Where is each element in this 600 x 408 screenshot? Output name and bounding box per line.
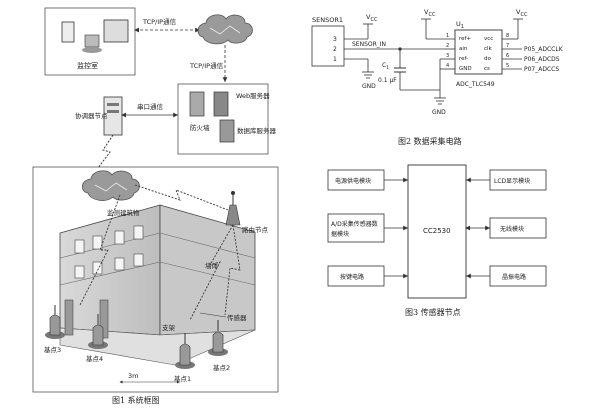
cap-designator: C1 [382,62,389,71]
pin-num-4: 4 [446,63,449,69]
sensor-node-icon [49,314,61,336]
computer-icon [84,34,100,48]
pin-gnd: GND [459,66,472,72]
monitor-screen-icon [103,19,129,43]
coordinator-node: 协调器节点 [75,96,123,136]
web-server-icon [213,91,229,117]
sensor-node-icon [92,324,104,346]
power-label: 电源供电模块 [335,177,371,185]
figure-2-caption: 图2 数据采集电路 [398,136,462,146]
pin-num-1: 1 [446,33,449,39]
firewall-icon [189,91,205,117]
net-adccs: P07_ADCCS [524,66,559,73]
base-node-2: 基点2 [208,320,230,372]
pin-1-label: 1 [333,56,337,63]
internet-cloud-icon [197,14,253,45]
pin-do: do [484,56,491,62]
cabinet-icon [61,21,75,43]
serial-label: 串口通信 [137,102,164,111]
figure-3-sensor-node: CC2530 电源供电模块 A/D采集传感器数 据模块 按键电路 LCD显示模块… [327,164,547,317]
chip-designator: U1 [456,20,464,30]
sensor-label: 传感器 [227,313,247,322]
sensor-vcc-label: VCC [366,13,378,23]
net-adcclk: P05_ADCCLK [524,46,564,53]
pin-2-label: 2 [333,46,337,53]
wireless-label: 无线模块 [500,225,524,233]
sensor-gnd-label: GND [362,83,376,90]
node3-label: 基点3 [44,345,61,354]
router-label: 路由节点 [242,225,269,234]
cc2530-block [407,164,467,299]
building-frame [32,166,279,393]
desk-icon [82,47,102,53]
pin-num-7: 7 [506,43,509,49]
pin-ain: ain [459,46,468,52]
router-node: 路由节点 [225,191,269,234]
pin-ref-minus: ref- [459,56,468,62]
monitor-room: 监控室 [44,7,136,76]
pin-clk: clk [484,46,493,52]
server-group: 防火墙 Web服务器 数据库服务器 [177,83,277,155]
figure-1-caption: 图1 系统框图 [112,395,160,405]
base-node-4: 基点4 [86,314,108,363]
sensor-connector [311,25,345,67]
wireless-link-router [134,184,229,211]
monitor-room-label: 监控室 [77,61,98,70]
ad-label-line1: A/D采集传感器数 [331,220,378,228]
tcpip-label-top: TCP/IP通信 [142,17,177,26]
coordinator-label: 协调器节点 [75,111,108,120]
ad-label-line2: 据模块 [331,230,349,238]
pin-num-6: 6 [506,53,509,59]
pin-num-3: 3 [446,53,449,59]
database-server-icon [219,119,235,143]
web-server-label: Web服务器 [236,91,270,100]
pin-num-2: 2 [446,43,449,49]
pin-num-5: 5 [506,63,509,69]
key-label: 按键电路 [340,273,364,281]
node1-label: 基点1 [174,374,191,383]
lcd-label: LCD显示模块 [494,177,530,185]
sensor-title: SENSOR1 [312,16,343,24]
cap-value: 0.1 μF [378,77,397,84]
node4-label: 基点4 [86,354,103,363]
distance-label: 3m [128,372,138,380]
db-server-label: 数据库服务器 [237,126,277,135]
wireless-link-coordinator [97,134,114,169]
figure-2-acquisition-circuit: SENSOR1 3 2 1 VCC GND SENSOR_IN VCC U1 r… [311,8,564,146]
cc2530-label: CC2530 [423,227,451,235]
ref-vcc-label: VCC [424,8,436,18]
sensor-node-icon [212,331,224,353]
adc-gnd-label: GND [432,109,446,116]
figure-1-system-diagram: 监控室 TCP/IP通信 TCP/IP通信 防火墙 Web服务器 数据库服务器 [32,7,279,405]
adc-chip [454,29,503,75]
node2-label: 基点2 [213,363,230,372]
chip-vcc-label: VCC [516,8,528,18]
windows [74,225,144,279]
building-label: 监测建筑物 [107,208,140,217]
wireless-cloud-icon [81,170,140,201]
base-node-1: 基点1 [174,333,195,383]
router-icon [225,204,241,226]
support-label: 支架 [162,323,176,332]
tcpip-label-right: TCP/IP通信 [189,61,224,70]
pin-vcc: vcc [484,36,493,42]
pin-ref-plus: ref+ [459,36,471,42]
sensor-node-icon [179,343,191,366]
sensor-in-label: SENSOR_IN [352,41,386,48]
pin-num-8: 8 [506,33,509,39]
base-node-3: 基点3 [44,305,65,354]
chip-model: ADC_TLC549 [456,81,495,88]
crystal-label: 晶振电路 [502,273,526,281]
pin-3-label: 3 [333,36,337,43]
net-adcds: P06_ADCDS [524,56,560,63]
wall-label: 墙体 [205,261,219,270]
pin-cs: cs [484,66,490,72]
firewall-label: 防火墙 [190,123,210,132]
figure-3-caption: 图3 传感器节点 [405,307,461,317]
